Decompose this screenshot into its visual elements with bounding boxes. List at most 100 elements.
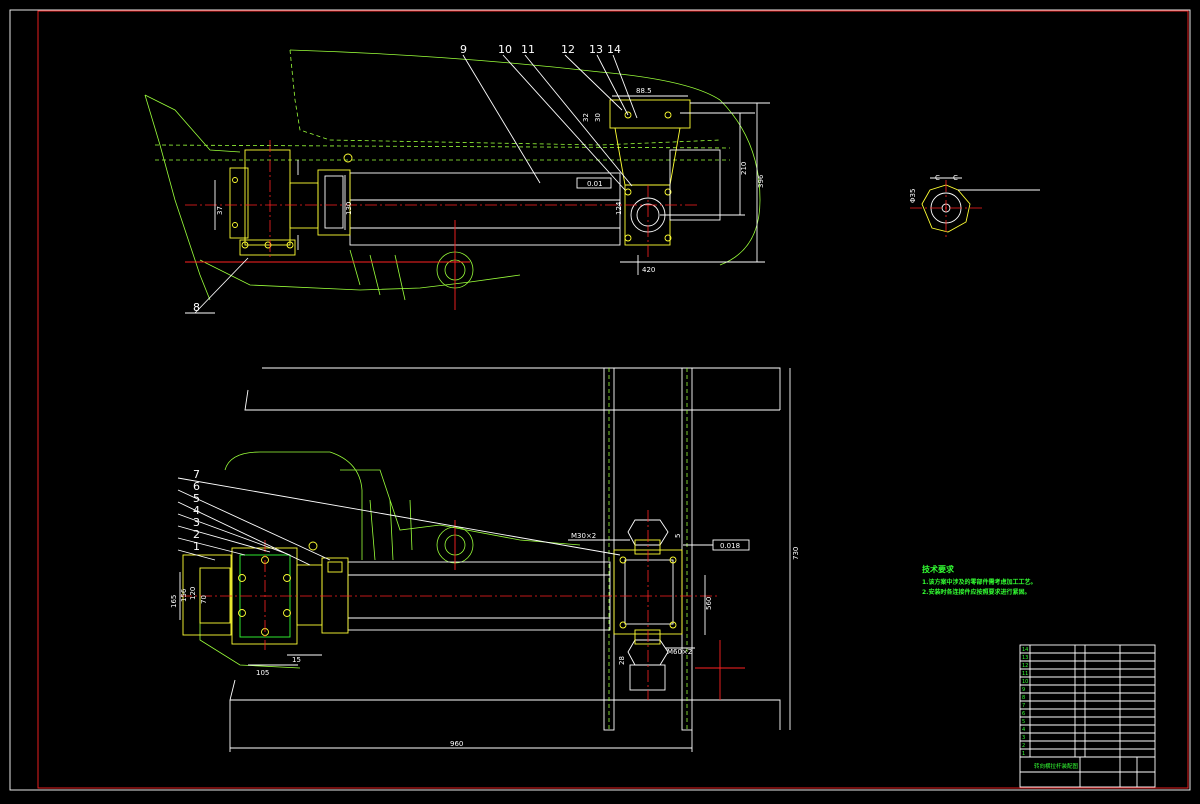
bot-rail-2 xyxy=(681,367,693,731)
top-dim-210: 210 xyxy=(740,162,748,175)
bot-left-bolt-1 xyxy=(238,574,246,582)
top-bolt-1 xyxy=(241,241,249,249)
top-left-flange xyxy=(229,167,249,239)
title-block-row-number: 11 xyxy=(1022,671,1028,677)
tech-notes-line-2: 2.安装时各连接件应按照要求进行紧固。 xyxy=(922,588,1030,596)
top-bg-outline-4 xyxy=(144,94,241,153)
bot-bg-housing-2 xyxy=(199,570,301,669)
top-dim-420: 420 xyxy=(642,266,655,274)
top-right-bolt-4 xyxy=(664,234,672,242)
section-profile xyxy=(921,184,971,233)
bot-right-bolt-1 xyxy=(619,556,627,564)
part-label-10: 10 xyxy=(498,43,512,56)
bot-dim-m30: M30×2 xyxy=(571,532,596,540)
leader-6 xyxy=(177,489,331,561)
section-label-c2: C xyxy=(953,174,958,182)
title-block-row-number: 6 xyxy=(1022,711,1025,717)
top-dim-32: 32 xyxy=(582,113,590,122)
bot-right-bolt-2 xyxy=(619,621,627,629)
top-right-bracket xyxy=(609,99,691,129)
title-block-row-number: 7 xyxy=(1022,703,1025,709)
bot-frame-bot xyxy=(230,699,781,730)
bot-left-bolt-4 xyxy=(283,609,291,617)
top-bg-ribs xyxy=(349,249,406,301)
bot-frame-top xyxy=(262,367,781,410)
bot-dim-15: 15 xyxy=(292,656,301,664)
title-block-row-number: 13 xyxy=(1022,655,1028,661)
top-dim-tolerance: 0.01 xyxy=(587,180,603,188)
title-block-row-number: 10 xyxy=(1022,679,1028,685)
top-left-collar xyxy=(317,169,351,236)
bot-dim-560: 560 xyxy=(705,597,713,610)
bot-right-bolt-4 xyxy=(669,621,677,629)
title-block-frame xyxy=(1019,644,1156,788)
top-left-collar-inner xyxy=(324,175,344,229)
top-bg-outline-1 xyxy=(289,49,721,146)
bot-rail-1 xyxy=(603,367,615,731)
part-label-6: 6 xyxy=(193,480,200,493)
top-left-base xyxy=(239,239,296,256)
title-block-drawing-name: 转向横拉杆装配图 xyxy=(1034,762,1079,770)
bot-right-top-washer xyxy=(634,539,661,555)
bot-dim-120: 120 xyxy=(189,587,197,600)
top-right-bolt-2 xyxy=(664,188,672,196)
bot-left-plate xyxy=(182,554,232,636)
part-label-9: 9 xyxy=(460,43,467,56)
part-label-13: 13 xyxy=(589,43,603,56)
bot-right-bolt-3 xyxy=(669,556,677,564)
top-bolt-2 xyxy=(264,241,272,249)
bot-left-neck xyxy=(296,564,323,626)
part-label-5: 5 xyxy=(193,492,200,505)
title-block-row-number: 12 xyxy=(1022,663,1028,669)
leader-11 xyxy=(524,54,633,187)
section-c-view: C C Φ35 xyxy=(909,174,1040,240)
top-dim-30: 30 xyxy=(594,113,602,122)
top-right-frame-rail xyxy=(669,149,721,221)
top-dim-124: 124 xyxy=(615,201,623,215)
section-dim-diameter: Φ35 xyxy=(909,189,917,203)
bot-frame-top-2 xyxy=(244,389,780,411)
top-left-housing xyxy=(244,149,291,246)
title-block-row-number: 2 xyxy=(1022,743,1025,749)
leader-8 xyxy=(194,257,249,314)
bot-dim-5: 5 xyxy=(674,534,682,538)
bot-dim-m60: M60×2 xyxy=(667,648,692,656)
bot-dim-105: 105 xyxy=(256,669,269,677)
bottom-view: 7 6 5 4 3 2 1 M30×2 M60×2 165 156 120 70… xyxy=(170,367,800,752)
title-block-row-number: 5 xyxy=(1022,719,1025,725)
top-right-bolt-1 xyxy=(624,188,632,196)
bot-bg-rod xyxy=(340,469,581,546)
top-dim-left: 37 xyxy=(216,206,224,215)
top-bg-outline-3 xyxy=(144,94,211,301)
title-block-row-number: 9 xyxy=(1022,687,1025,693)
title-block-row-number: 4 xyxy=(1022,727,1025,733)
top-bolt-3 xyxy=(286,241,294,249)
bot-left-nut xyxy=(327,561,343,573)
top-rod-body xyxy=(349,172,621,246)
title-block-row-number: 8 xyxy=(1022,695,1025,701)
top-left-neck xyxy=(289,182,319,229)
top-tolerance-frame xyxy=(576,177,612,189)
part-label-1: 1 xyxy=(193,540,200,553)
bot-left-plate-inner xyxy=(199,567,231,624)
top-view: 9 10 11 12 13 14 8 88.5 30 32 210 396 0.… xyxy=(144,43,770,314)
top-bracket-hole-2 xyxy=(664,111,672,119)
part-label-2: 2 xyxy=(193,528,200,541)
leader-4 xyxy=(177,513,291,556)
leader-7 xyxy=(177,477,621,556)
bot-dim-28: 28 xyxy=(618,656,626,665)
technical-requirements: 技术要求 1.该方案中涉及的零部件需考虑加工工艺。 2.安装时各连接件应按照要求… xyxy=(922,564,1036,596)
title-block-row-number: 14 xyxy=(1022,647,1028,653)
part-label-7: 7 xyxy=(193,468,200,481)
bot-dim-156: 156 xyxy=(180,588,188,602)
bot-left-collar xyxy=(321,557,349,634)
bot-left-bolt-3 xyxy=(283,574,291,582)
leader-9 xyxy=(462,54,541,184)
tech-notes-title: 技术要求 xyxy=(922,564,955,574)
top-bracket-hole-1 xyxy=(624,111,632,119)
outer-border xyxy=(9,9,1191,791)
leader-13 xyxy=(596,54,629,116)
